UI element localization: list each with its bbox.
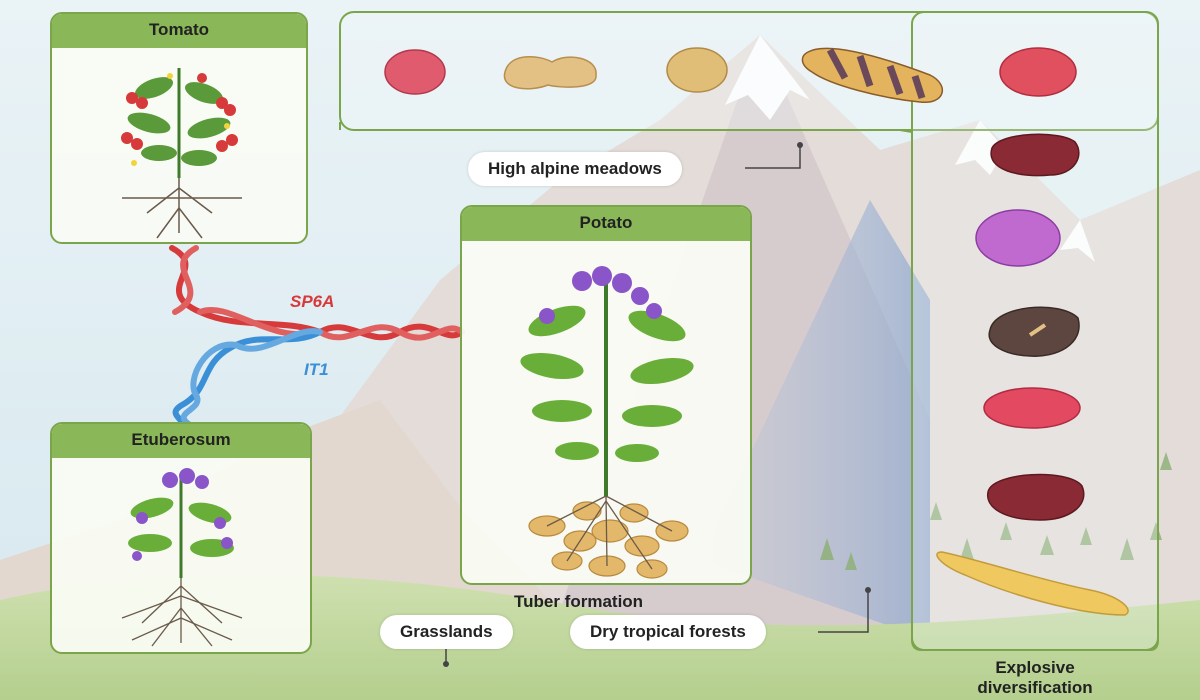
it1-label: IT1 — [304, 360, 329, 379]
etuberosum-plant-illustration — [121, 468, 243, 647]
knobby-red-tuber — [990, 133, 1080, 177]
etuberosum-panel-title: Etuberosum — [52, 424, 310, 458]
dry-tropical-forests-label: Dry tropical forests — [570, 615, 766, 649]
knobby-dark-red-tuber — [987, 473, 1085, 521]
red-oval-tuber — [999, 47, 1077, 97]
tuber-stripes — [826, 48, 926, 100]
alpine-dot — [797, 142, 803, 148]
potato-roots — [546, 495, 673, 570]
red-tuber — [384, 49, 446, 95]
mountain-shadow — [700, 200, 930, 640]
sp6a-helix — [169, 245, 465, 341]
high-alpine-meadows-label: High alpine meadows — [468, 152, 682, 186]
tomato-roots — [122, 178, 242, 239]
forest-connector — [818, 590, 869, 633]
round-tan-tuber — [666, 47, 728, 93]
snow-cap — [1060, 220, 1095, 262]
potato-plant-illustration — [520, 266, 694, 579]
tomato-flowers — [131, 73, 230, 166]
sp6a-label: SP6A — [290, 292, 335, 311]
tree-cluster — [820, 452, 1172, 570]
etuberosum-panel: Etuberosum — [50, 422, 312, 654]
alpine-connector — [745, 145, 801, 169]
tomato-fruits — [121, 73, 238, 152]
explosive-diversification-label: Explosive diversification — [912, 658, 1158, 698]
tuber-mark — [1028, 323, 1047, 337]
etuberosum-flowers — [132, 468, 233, 561]
forest-dot — [865, 587, 871, 593]
grassland-dot — [443, 661, 449, 667]
potato-leaves — [520, 305, 694, 462]
potato-flowers — [539, 266, 662, 324]
tomato-plant-illustration — [121, 68, 242, 239]
tan-tuber — [503, 55, 597, 90]
etuberosum-roots — [121, 578, 243, 647]
snow-cap — [725, 35, 810, 120]
tomato-panel: Tomato — [50, 12, 308, 244]
explosive-diversification-line2: diversification — [977, 678, 1093, 697]
tomato-panel-title: Tomato — [52, 14, 306, 48]
potato-tubers — [528, 501, 689, 579]
tomato-leaves — [127, 77, 231, 166]
potato-panel: Potato — [460, 205, 752, 585]
tuber-row-top — [384, 47, 1077, 103]
tuber-column-right — [936, 133, 1129, 616]
purple-tuber — [975, 209, 1061, 267]
it1-helix — [172, 328, 323, 428]
grasslands-label: Grasslands — [380, 615, 513, 649]
tuber-formation-label: Tuber formation — [514, 592, 644, 611]
potato-panel-title: Potato — [462, 207, 750, 241]
long-yellow-tuber — [936, 551, 1129, 616]
pink-oblong-tuber — [983, 387, 1081, 429]
explosive-diversification-line1: Explosive — [995, 658, 1075, 677]
